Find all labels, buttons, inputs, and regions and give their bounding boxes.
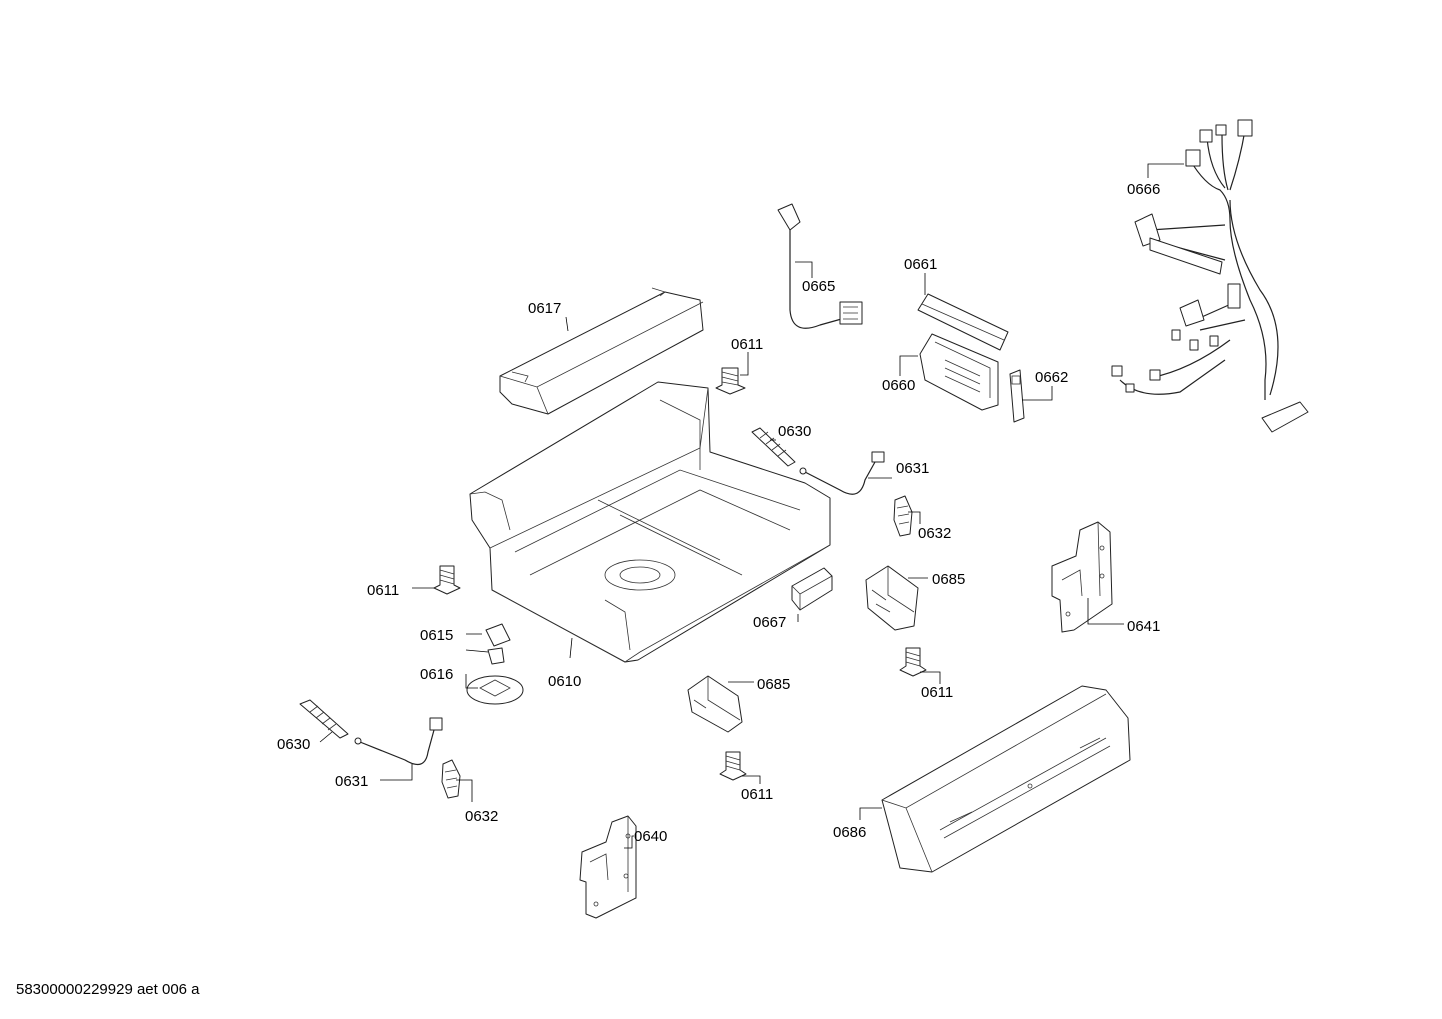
callout-0662: 0662 <box>1035 369 1068 386</box>
callout-0632-top: 0632 <box>918 525 951 542</box>
callout-0665: 0665 <box>802 278 835 295</box>
leader-0631-lower <box>380 764 413 781</box>
part-0616-disc <box>466 675 524 705</box>
callout-0630-lower: 0630 <box>277 736 310 753</box>
part-0661-cover-strip <box>917 293 1009 351</box>
callout-0615: 0615 <box>420 627 453 644</box>
part-0662-switch <box>1009 369 1025 423</box>
callout-0641: 0641 <box>1127 618 1160 635</box>
callout-0611-left: 0611 <box>367 582 399 599</box>
part-0632-clip <box>441 759 461 799</box>
part-0686-front-panel <box>881 685 1131 873</box>
leader-0617 <box>565 316 569 332</box>
callout-0632-lower: 0632 <box>465 808 498 825</box>
callout-0617: 0617 <box>528 300 561 317</box>
callout-0666: 0666 <box>1127 181 1160 198</box>
part-0615-latch <box>485 623 511 665</box>
part-0631-cable <box>354 717 443 766</box>
part-0665-power-cord <box>777 203 863 329</box>
part-0630-spring <box>751 427 796 467</box>
part-0631-cable <box>799 451 885 495</box>
leader-0616 <box>465 674 478 689</box>
leader-0640 <box>624 835 634 849</box>
leader-0662 <box>1022 386 1053 401</box>
part-0611-foot-screw <box>433 565 461 595</box>
part-0685-bracket <box>865 565 919 631</box>
leader-0615 <box>465 633 489 653</box>
part-0641-side-bracket <box>1051 521 1113 633</box>
callout-0667: 0667 <box>753 614 786 631</box>
leader-0632-lower <box>456 779 473 802</box>
callout-0611-mid: 0611 <box>921 684 953 701</box>
leader-0660 <box>899 355 918 376</box>
part-0610-base-frame <box>469 381 831 663</box>
part-0640-side-bracket <box>579 815 637 919</box>
callout-0610: 0610 <box>548 673 581 690</box>
callout-0631-top: 0631 <box>896 460 929 477</box>
drawing-id-footer: 58300000229929 aet 006 a <box>16 981 200 998</box>
callout-0611-top: 0611 <box>731 336 763 353</box>
leader-0610 <box>569 637 573 659</box>
callout-0640: 0640 <box>634 828 667 845</box>
part-0611-foot-screw <box>719 751 747 781</box>
part-0667-sensor <box>791 567 833 611</box>
part-0666-wiring-harness <box>1111 119 1309 433</box>
leader-0630-lower <box>319 731 333 743</box>
leader-0611-lower <box>742 775 761 784</box>
part-0632-clip <box>893 495 913 537</box>
callout-0611-lower: 0611 <box>741 786 773 803</box>
callout-0660: 0660 <box>882 377 915 394</box>
part-0617-cover <box>499 287 704 415</box>
callout-0630-top: 0630 <box>778 423 811 440</box>
leader-0686 <box>859 807 882 820</box>
callout-0616: 0616 <box>420 666 453 683</box>
part-0685-bracket <box>687 675 743 733</box>
callout-0685-lower: 0685 <box>757 676 790 693</box>
leader-0666 <box>1147 163 1184 178</box>
part-0630-spring <box>299 699 349 739</box>
leader-0665 <box>795 261 813 278</box>
callout-0661: 0661 <box>904 256 937 273</box>
part-0611-foot-screw <box>899 647 927 677</box>
callout-0631-lower: 0631 <box>335 773 368 790</box>
leader-0641 <box>1087 598 1124 625</box>
callout-0686: 0686 <box>833 824 866 841</box>
part-0611-foot-screw <box>715 367 746 395</box>
leader-0611-mid <box>920 671 941 684</box>
callout-0685-top: 0685 <box>932 571 965 588</box>
part-0660-module-housing <box>919 333 999 411</box>
leader-0632-top <box>908 511 921 524</box>
leader-0611-top <box>740 352 749 376</box>
